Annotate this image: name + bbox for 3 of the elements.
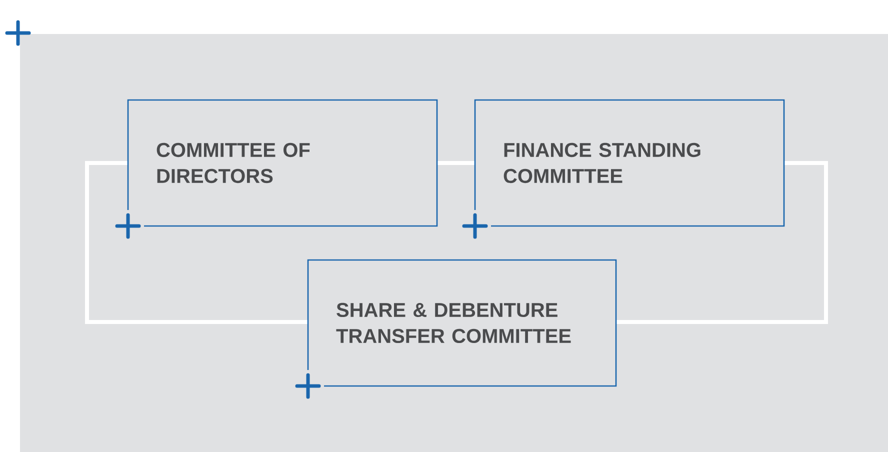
committee-box: FINANCE STANDING COMMITTEE	[474, 99, 785, 227]
committee-box: SHARE & DEBENTURE TRANSFER COMMITTEE	[307, 259, 617, 387]
committee-box: COMMITTEE OF DIRECTORS	[127, 99, 438, 227]
